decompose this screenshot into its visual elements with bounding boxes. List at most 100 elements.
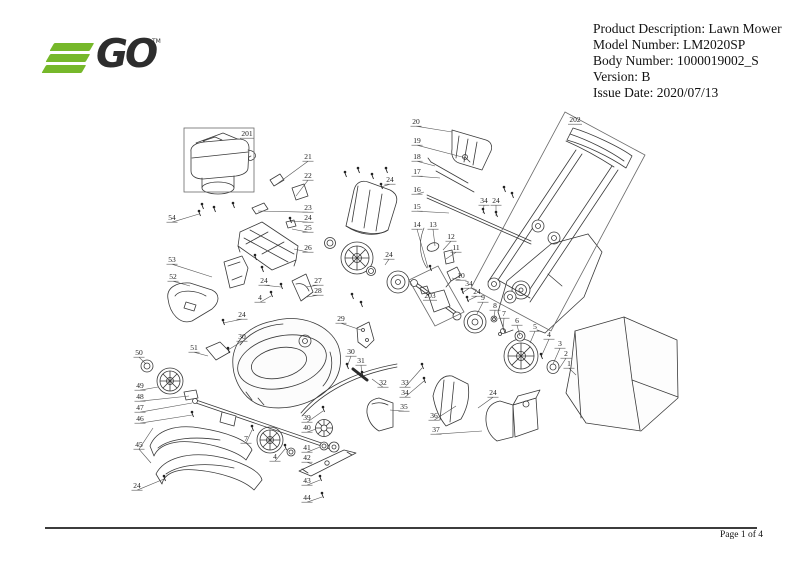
screw-glyph [253,253,257,261]
screw-glyph [539,352,543,360]
callout-52: 52 [167,272,191,287]
issue-date-line: Issue Date: 2020/07/13 [593,85,719,100]
svg-text:50: 50 [135,348,143,357]
svg-text:37: 37 [432,425,440,434]
mower-deck-drawing [232,318,341,409]
chassis-frame-drawing [237,221,299,271]
svg-text:24: 24 [489,388,497,397]
ref-box-202: 202 [470,111,646,332]
svg-text:4: 4 [547,330,551,339]
svg-text:1: 1 [567,359,571,368]
bag-frame-drawing [497,233,603,334]
callout-4: 4 [540,330,555,358]
callout-9: 9 [476,293,489,315]
screw-glyph [197,209,201,217]
screw-glyph [345,362,349,370]
bumper-shells-drawing [149,426,263,491]
svg-text:47: 47 [136,403,144,412]
page-number: Page 1 of 4 [719,530,763,540]
side-cover-drawing [167,255,249,323]
ego-logo: GO TM [40,32,170,82]
motor-assembly-drawing [190,132,256,195]
callout-5: 5 [529,322,541,344]
screw-glyph [494,210,498,218]
screw-glyph [420,362,424,370]
screw-glyph [288,216,292,224]
callout-49: 49 [134,381,159,391]
screw-glyph [226,346,230,354]
callout-layer: 2012022035421222324252627284245352243051… [131,111,646,503]
screw-glyph [321,405,325,413]
screw-glyph [356,166,360,174]
svg-text:29: 29 [337,314,345,323]
svg-text:35: 35 [400,402,408,411]
svg-text:24: 24 [385,250,393,259]
svg-text:53: 53 [168,255,176,264]
svg-text:18: 18 [413,152,421,161]
callout-34: 34 [399,380,425,398]
callout-24: 24 [466,287,483,302]
svg-text:201: 201 [241,129,253,138]
screw-glyph [481,207,485,215]
svg-text:14: 14 [413,220,421,229]
screw-glyph [250,424,254,432]
callout-17: 17 [411,167,441,179]
handle-assembly-drawing [487,127,633,304]
callout-26: 26 [293,243,314,253]
svg-text:54: 54 [168,213,176,222]
svg-text:8: 8 [493,301,497,310]
callout-30: 30 [227,332,248,351]
svg-text:52: 52 [169,272,177,281]
svg-text:22: 22 [304,171,312,180]
svg-text:39: 39 [303,413,311,422]
screw-glyph [359,300,363,308]
callout-15: 15 [411,202,450,214]
svg-text:4: 4 [273,452,277,461]
screw-glyph [379,182,383,190]
callout-40: 40 [301,423,317,433]
screw-glyph [162,474,166,482]
svg-text:32: 32 [379,378,387,387]
svg-text:23: 23 [304,203,312,212]
callout-34: 34 [478,196,490,214]
svg-text:42: 42 [303,453,311,462]
blade-drawing [298,419,357,477]
callout-19: 19 [411,136,467,159]
model-number-line: Model Number: LM2020SP [593,37,746,52]
callout-36: 36 [428,405,457,421]
grass-bag-drawing [565,316,679,432]
callout-42: 42 [301,453,313,465]
callout-10: 10 [451,271,467,281]
svg-text:7: 7 [244,434,248,443]
screw-glyph [279,282,283,290]
svg-text:24: 24 [133,481,141,490]
ref-box-201: 201 [183,127,255,193]
deflector-panel-drawing [426,129,532,245]
callout-18: 18 [411,152,436,167]
callout-13: 13 [427,220,439,247]
callout-23: 23 [257,203,314,213]
svg-text:17: 17 [413,167,421,176]
callout-47: 47 [134,402,193,413]
screw-glyph [465,295,469,303]
screw-glyph [360,370,364,378]
callout-28: 28 [306,286,324,298]
product-info-block: Product Description: Lawn Mower Model Nu… [593,21,782,101]
callout-41: 41 [301,443,321,453]
callout-24: 24 [289,213,314,223]
svg-text:41: 41 [303,443,311,452]
callout-1: 1 [563,359,577,376]
axle-rod-drawing [183,389,340,453]
callout-39: 39 [301,410,324,423]
svg-text:11: 11 [452,243,459,252]
svg-text:10: 10 [457,271,465,280]
svg-text:26: 26 [304,243,312,252]
svg-text:46: 46 [136,414,144,423]
front-wheel-left-drawing [140,359,184,395]
callout-3: 3 [552,339,566,365]
front-wheel-center-drawing [256,426,296,457]
svg-text:2: 2 [564,349,568,358]
version-line: Version: B [593,69,651,84]
svg-text:202: 202 [569,115,581,124]
